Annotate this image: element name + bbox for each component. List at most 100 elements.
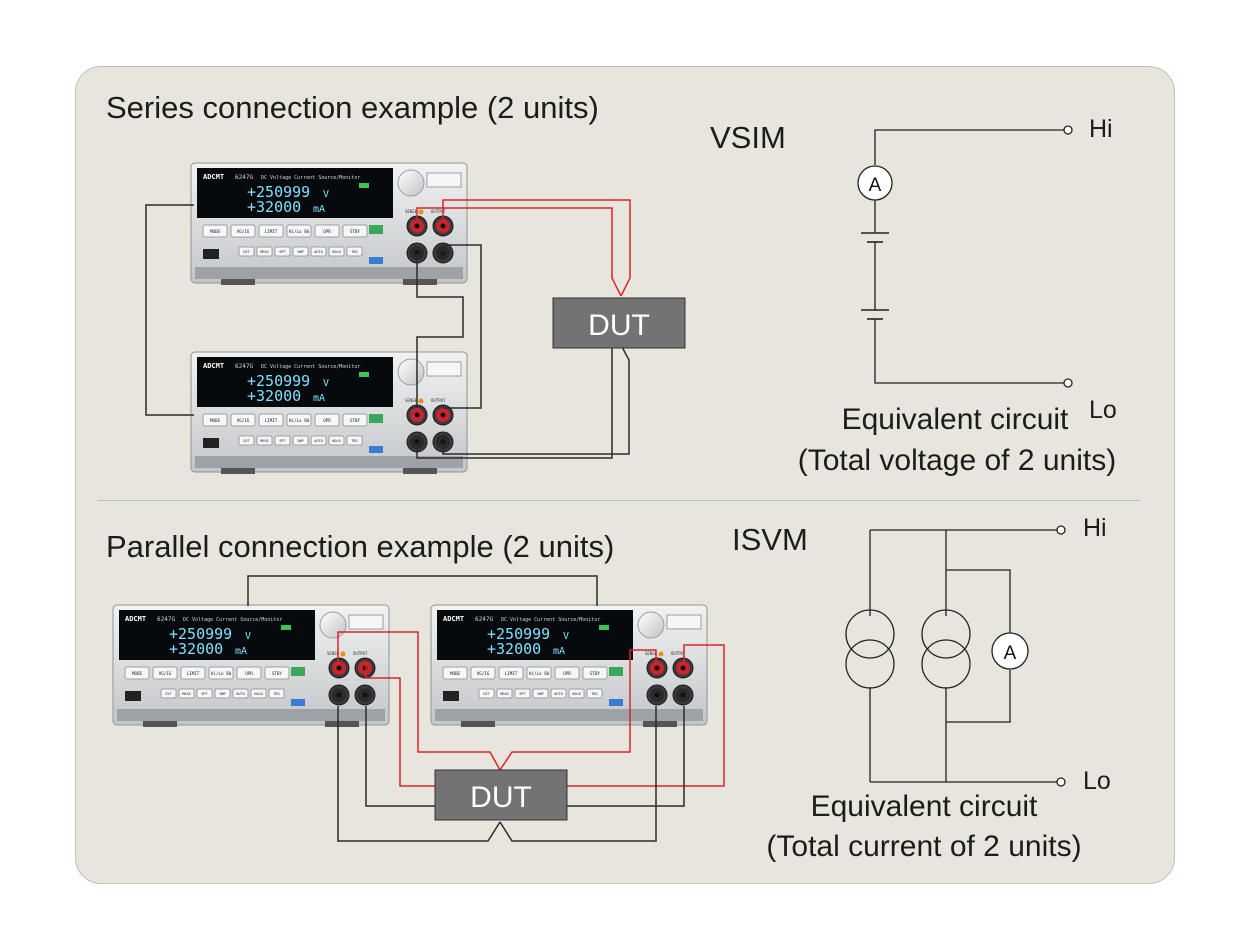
instrument-brand: ADCMT [443,615,464,623]
output-lo-terminal-hole [680,692,686,698]
green-key[interactable] [369,225,383,234]
front-key[interactable] [258,413,284,427]
display-voltage-unit: V [323,189,329,200]
series-hi-label: Hi [1089,115,1113,143]
front-key[interactable] [238,435,255,446]
front-key-label: SPT [279,250,286,254]
green-key[interactable] [291,667,305,676]
front-key-label: AUTO [314,439,322,443]
front-key[interactable] [286,224,312,238]
front-key[interactable] [264,666,290,680]
parallel-wire-top-link [247,575,598,606]
power-switch[interactable] [203,438,219,448]
front-key[interactable] [256,435,273,446]
parallel-equiv-title: Equivalent circuit [810,790,1038,823]
front-key[interactable] [230,413,256,427]
front-key[interactable] [526,666,552,680]
front-key[interactable] [274,246,291,257]
display-status-indicator [359,183,369,188]
front-key[interactable] [532,688,549,699]
front-key[interactable] [232,688,249,699]
front-key[interactable] [274,435,291,446]
front-key[interactable] [250,688,267,699]
series-wire-sense-lo-link [145,204,194,416]
display-voltage-reading: +250999 [487,625,550,643]
front-key-label: SWP [297,439,303,443]
front-key[interactable] [160,688,177,699]
power-switch[interactable] [203,249,219,259]
front-key[interactable] [238,246,255,257]
front-key-label: MEAS [182,692,190,696]
front-key[interactable] [286,413,312,427]
front-key[interactable] [236,666,262,680]
display-current-unit: mA [553,646,565,657]
front-key[interactable] [268,688,285,699]
front-key[interactable] [568,688,585,699]
output-label: OUTPUT [671,651,686,656]
front-key[interactable] [202,413,228,427]
front-key[interactable] [314,413,340,427]
front-key[interactable] [202,224,228,238]
front-key[interactable] [346,246,363,257]
front-key[interactable] [498,666,524,680]
front-key[interactable] [292,435,309,446]
front-key[interactable] [586,688,603,699]
front-key[interactable] [328,435,345,446]
front-key[interactable] [346,435,363,446]
front-key[interactable] [342,413,368,427]
front-key-label: VG/IG [477,671,490,676]
instrument-foot [221,468,255,474]
front-key[interactable] [470,666,496,680]
front-key[interactable] [342,224,368,238]
front-key[interactable] [514,688,531,699]
front-key[interactable] [152,666,178,680]
output-indicator-led [658,651,664,657]
front-key[interactable] [310,246,327,257]
display-voltage-unit: V [245,631,251,642]
front-key[interactable] [314,224,340,238]
front-key-label: OPR [563,671,571,676]
front-key[interactable] [550,688,567,699]
series-wire-unit2-out-lo-to-dut [442,344,630,455]
front-key[interactable] [478,688,495,699]
front-key[interactable] [328,246,345,257]
blue-key[interactable] [369,446,383,453]
parallel-wire-unit2-lo-sense [499,706,657,842]
front-key-label: EXT [483,692,490,696]
display-current-unit: mA [313,204,325,215]
rotary-knob-icon [637,611,665,639]
front-key[interactable] [124,666,150,680]
front-key[interactable] [582,666,608,680]
instrument-foot [403,468,437,474]
front-key[interactable] [178,688,195,699]
green-key[interactable] [369,414,383,423]
blue-key[interactable] [369,257,383,264]
blue-key[interactable] [291,699,305,706]
display-current-reading: +32000 [247,198,301,216]
front-key[interactable] [310,435,327,446]
front-key[interactable] [196,688,213,699]
front-key-label: HOLD [254,692,262,696]
green-key[interactable] [609,667,623,676]
output-label: OUTPUT [431,398,446,403]
front-key[interactable] [292,246,309,257]
front-key[interactable] [230,224,256,238]
series-hi-terminal [1063,125,1073,135]
front-key[interactable] [214,688,231,699]
blue-key[interactable] [609,699,623,706]
front-key[interactable] [496,688,513,699]
front-key[interactable] [256,246,273,257]
instrument-foot [325,721,359,727]
parallel-hi-terminal [1056,525,1066,535]
front-key[interactable] [442,666,468,680]
front-key[interactable] [208,666,234,680]
front-key[interactable] [180,666,206,680]
power-switch[interactable] [443,691,459,701]
front-key[interactable] [258,224,284,238]
power-switch[interactable] [125,691,141,701]
front-key[interactable] [554,666,580,680]
instrument-brand: ADCMT [203,362,224,370]
instrument-base [195,267,463,279]
